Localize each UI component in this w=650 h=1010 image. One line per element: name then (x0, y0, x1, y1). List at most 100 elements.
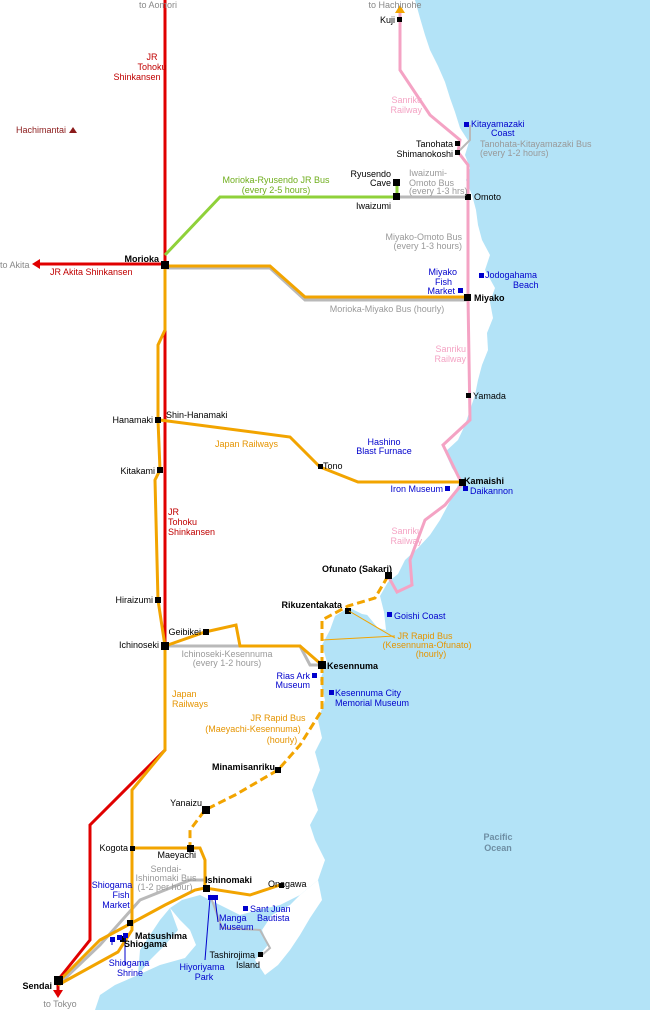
jr-kamaishi-line (159, 418, 462, 484)
bus-ichinoseki-kesennuma (165, 644, 322, 667)
svg-text:(Kesennuma-Ofunato): (Kesennuma-Ofunato) (382, 640, 471, 650)
svg-text:Miyako: Miyako (428, 267, 457, 277)
station-ofunato: Ofunato (Sakari) (322, 564, 392, 574)
svg-text:Sanriku: Sanriku (391, 526, 422, 536)
label-to-tokyo: to Tokyo (43, 999, 76, 1009)
station-omoto: Omoto (474, 192, 501, 202)
svg-text:Shinkansen: Shinkansen (168, 527, 215, 537)
station-morioka: Morioka (124, 254, 160, 264)
svg-text:Market: Market (102, 900, 130, 910)
station-sendai: Sendai (22, 981, 52, 991)
station-shiogama: Shiogama (124, 939, 168, 949)
tohoku-shinkansen (56, 0, 167, 990)
svg-text:JR: JR (168, 507, 180, 517)
svg-text:Pacific: Pacific (483, 832, 512, 842)
svg-text:(hourly): (hourly) (267, 735, 298, 745)
bus-tanohata (457, 125, 471, 153)
label-tashirojima-island: Tashirojima Island (209, 950, 260, 970)
svg-text:Tohoku: Tohoku (137, 62, 166, 72)
svg-text:Sendai-: Sendai- (150, 864, 181, 874)
label-ichinoseki-kesennuma-bus: Ichinoseki-Kesennuma (every 1-2 hours) (181, 649, 272, 668)
svg-text:Railway: Railway (390, 536, 422, 546)
label-miyako-fish-market: Miyako Fish Market (427, 267, 457, 296)
label-hachimantai: Hachimantai (16, 125, 66, 135)
station-geibikei: Geibikei (168, 627, 201, 637)
svg-text:Sant Juan: Sant Juan (250, 904, 291, 914)
station-yanaizu: Yanaizu (170, 798, 202, 808)
label-kitayamazaki-coast: Kitayamazaki Coast (471, 119, 525, 138)
mountain-icon (69, 127, 77, 133)
svg-text:Park: Park (195, 972, 214, 982)
station-minamisanriku: Minamisanriku (212, 762, 275, 772)
bus-sendai-ishinomaki (56, 878, 208, 987)
label-tanohata-bus: Tanohata-Kitayamazaki Bus (every 1-2 hou… (480, 139, 592, 158)
svg-text:(every 1-3 hours): (every 1-3 hours) (393, 241, 462, 251)
label-shiogama-shrine: Shiogama Shrine (109, 958, 150, 978)
arrow-tokyo (53, 990, 63, 998)
station-ryusendo-cave-1: Ryusendo (350, 169, 391, 179)
station-miyako: Miyako (474, 293, 505, 303)
label-manga-museum: Manga Museum (219, 913, 254, 932)
station-maeyachi: Maeyachi (157, 850, 196, 860)
svg-text:Museum: Museum (275, 680, 310, 690)
label-jodogahama-beach: Jodogahama Beach (485, 270, 539, 290)
svg-text:JR Rapid Bus: JR Rapid Bus (397, 631, 453, 641)
svg-text:Omoto Bus: Omoto Bus (409, 178, 455, 188)
svg-text:Fish: Fish (435, 277, 452, 287)
label-rias-ark-museum: Rias Ark Museum (275, 671, 310, 690)
station-ichinoseki: Ichinoseki (119, 640, 159, 650)
svg-text:Iwaizumi-: Iwaizumi- (409, 168, 447, 178)
svg-text:Sanriku: Sanriku (391, 95, 422, 105)
station-shin-hanamaki: Shin-Hanamaki (166, 410, 228, 420)
jr-rapid-bus-south (188, 665, 324, 848)
station-ryusendo-cave-2: Cave (370, 178, 391, 188)
label-goishi-coast: Goishi Coast (394, 611, 446, 621)
station-markers (54, 17, 471, 985)
label-miyako-omoto-bus: Miyako-Omoto Bus (every 1-3 hours) (385, 232, 462, 251)
label-sant-juan-bautista: Sant Juan Bautista (250, 904, 291, 923)
station-kesennuma: Kesennuma (327, 661, 379, 671)
label-jr-rapid-bus-kesennuma-ofunato: JR Rapid Bus (Kesennuma-Ofunato) (hourly… (382, 631, 471, 659)
label-morioka-ryusendo-bus: Morioka-Ryusendo JR Bus (every 2-5 hours… (222, 175, 330, 195)
svg-text:Hashino: Hashino (367, 437, 400, 447)
bus-morioka-miyako (165, 266, 468, 302)
station-rikuzentakata: Rikuzentakata (281, 600, 343, 610)
leader-lines (321, 610, 396, 641)
label-hashino-blast-furnace: Hashino Blast Furnace (356, 437, 412, 456)
svg-text:(every 1-2 hours): (every 1-2 hours) (480, 148, 549, 158)
station-kogota: Kogota (99, 843, 128, 853)
label-daikannon: Daikannon (470, 486, 513, 496)
label-shiogama-fish-market: Shiogama Fish Market (92, 880, 133, 910)
svg-text:(1-2 per hour): (1-2 per hour) (137, 882, 192, 892)
station-kuji: Kuji (380, 15, 395, 25)
svg-text:Morioka-Ryusendo JR Bus: Morioka-Ryusendo JR Bus (222, 175, 330, 185)
svg-text:Kitayamazaki: Kitayamazaki (471, 119, 525, 129)
jr-ofunato-line (164, 623, 323, 667)
svg-text:Beach: Beach (513, 280, 539, 290)
bus-morioka-ryusendo (163, 195, 397, 257)
label-to-hachinohe: to Hachinohe (368, 0, 421, 10)
sanriku-railway-south (386, 296, 472, 594)
svg-text:Rias Ark: Rias Ark (276, 671, 310, 681)
label-japan-railways-2: Japan Railways (172, 689, 209, 709)
label-sanriku-railway-2: Sanriku Railway (434, 344, 466, 364)
svg-text:Shiogama: Shiogama (92, 880, 133, 890)
svg-text:Miyako-Omoto Bus: Miyako-Omoto Bus (385, 232, 462, 242)
label-morioka-miyako-bus: Morioka-Miyako Bus (hourly) (330, 304, 445, 314)
station-yamada: Yamada (473, 391, 506, 401)
rikuzen-headland (350, 596, 378, 616)
svg-text:Kesennuma City: Kesennuma City (335, 688, 402, 698)
sanriku-railway-north (398, 12, 470, 297)
station-onagawa: Onagawa (268, 879, 307, 889)
label-jr-rapid-bus-maeyachi-kesennuma: JR Rapid Bus (Maeyachi-Kesennuma) (hourl… (205, 713, 306, 745)
svg-text:Fish: Fish (112, 890, 129, 900)
station-hiraizumi: Hiraizumi (115, 595, 153, 605)
station-tono: Tono (323, 461, 343, 471)
station-iwaizumi: Iwaizumi (356, 201, 391, 211)
svg-text:Ichinoseki-Kesennuma: Ichinoseki-Kesennuma (181, 649, 272, 659)
oshika-peninsula (255, 880, 322, 975)
svg-text:Tanohata-Kitayamazaki Bus: Tanohata-Kitayamazaki Bus (480, 139, 592, 149)
svg-text:Shinkansen: Shinkansen (113, 72, 160, 82)
jr-senseki-line (56, 886, 206, 984)
jr-rapid-bus-north (320, 575, 390, 665)
